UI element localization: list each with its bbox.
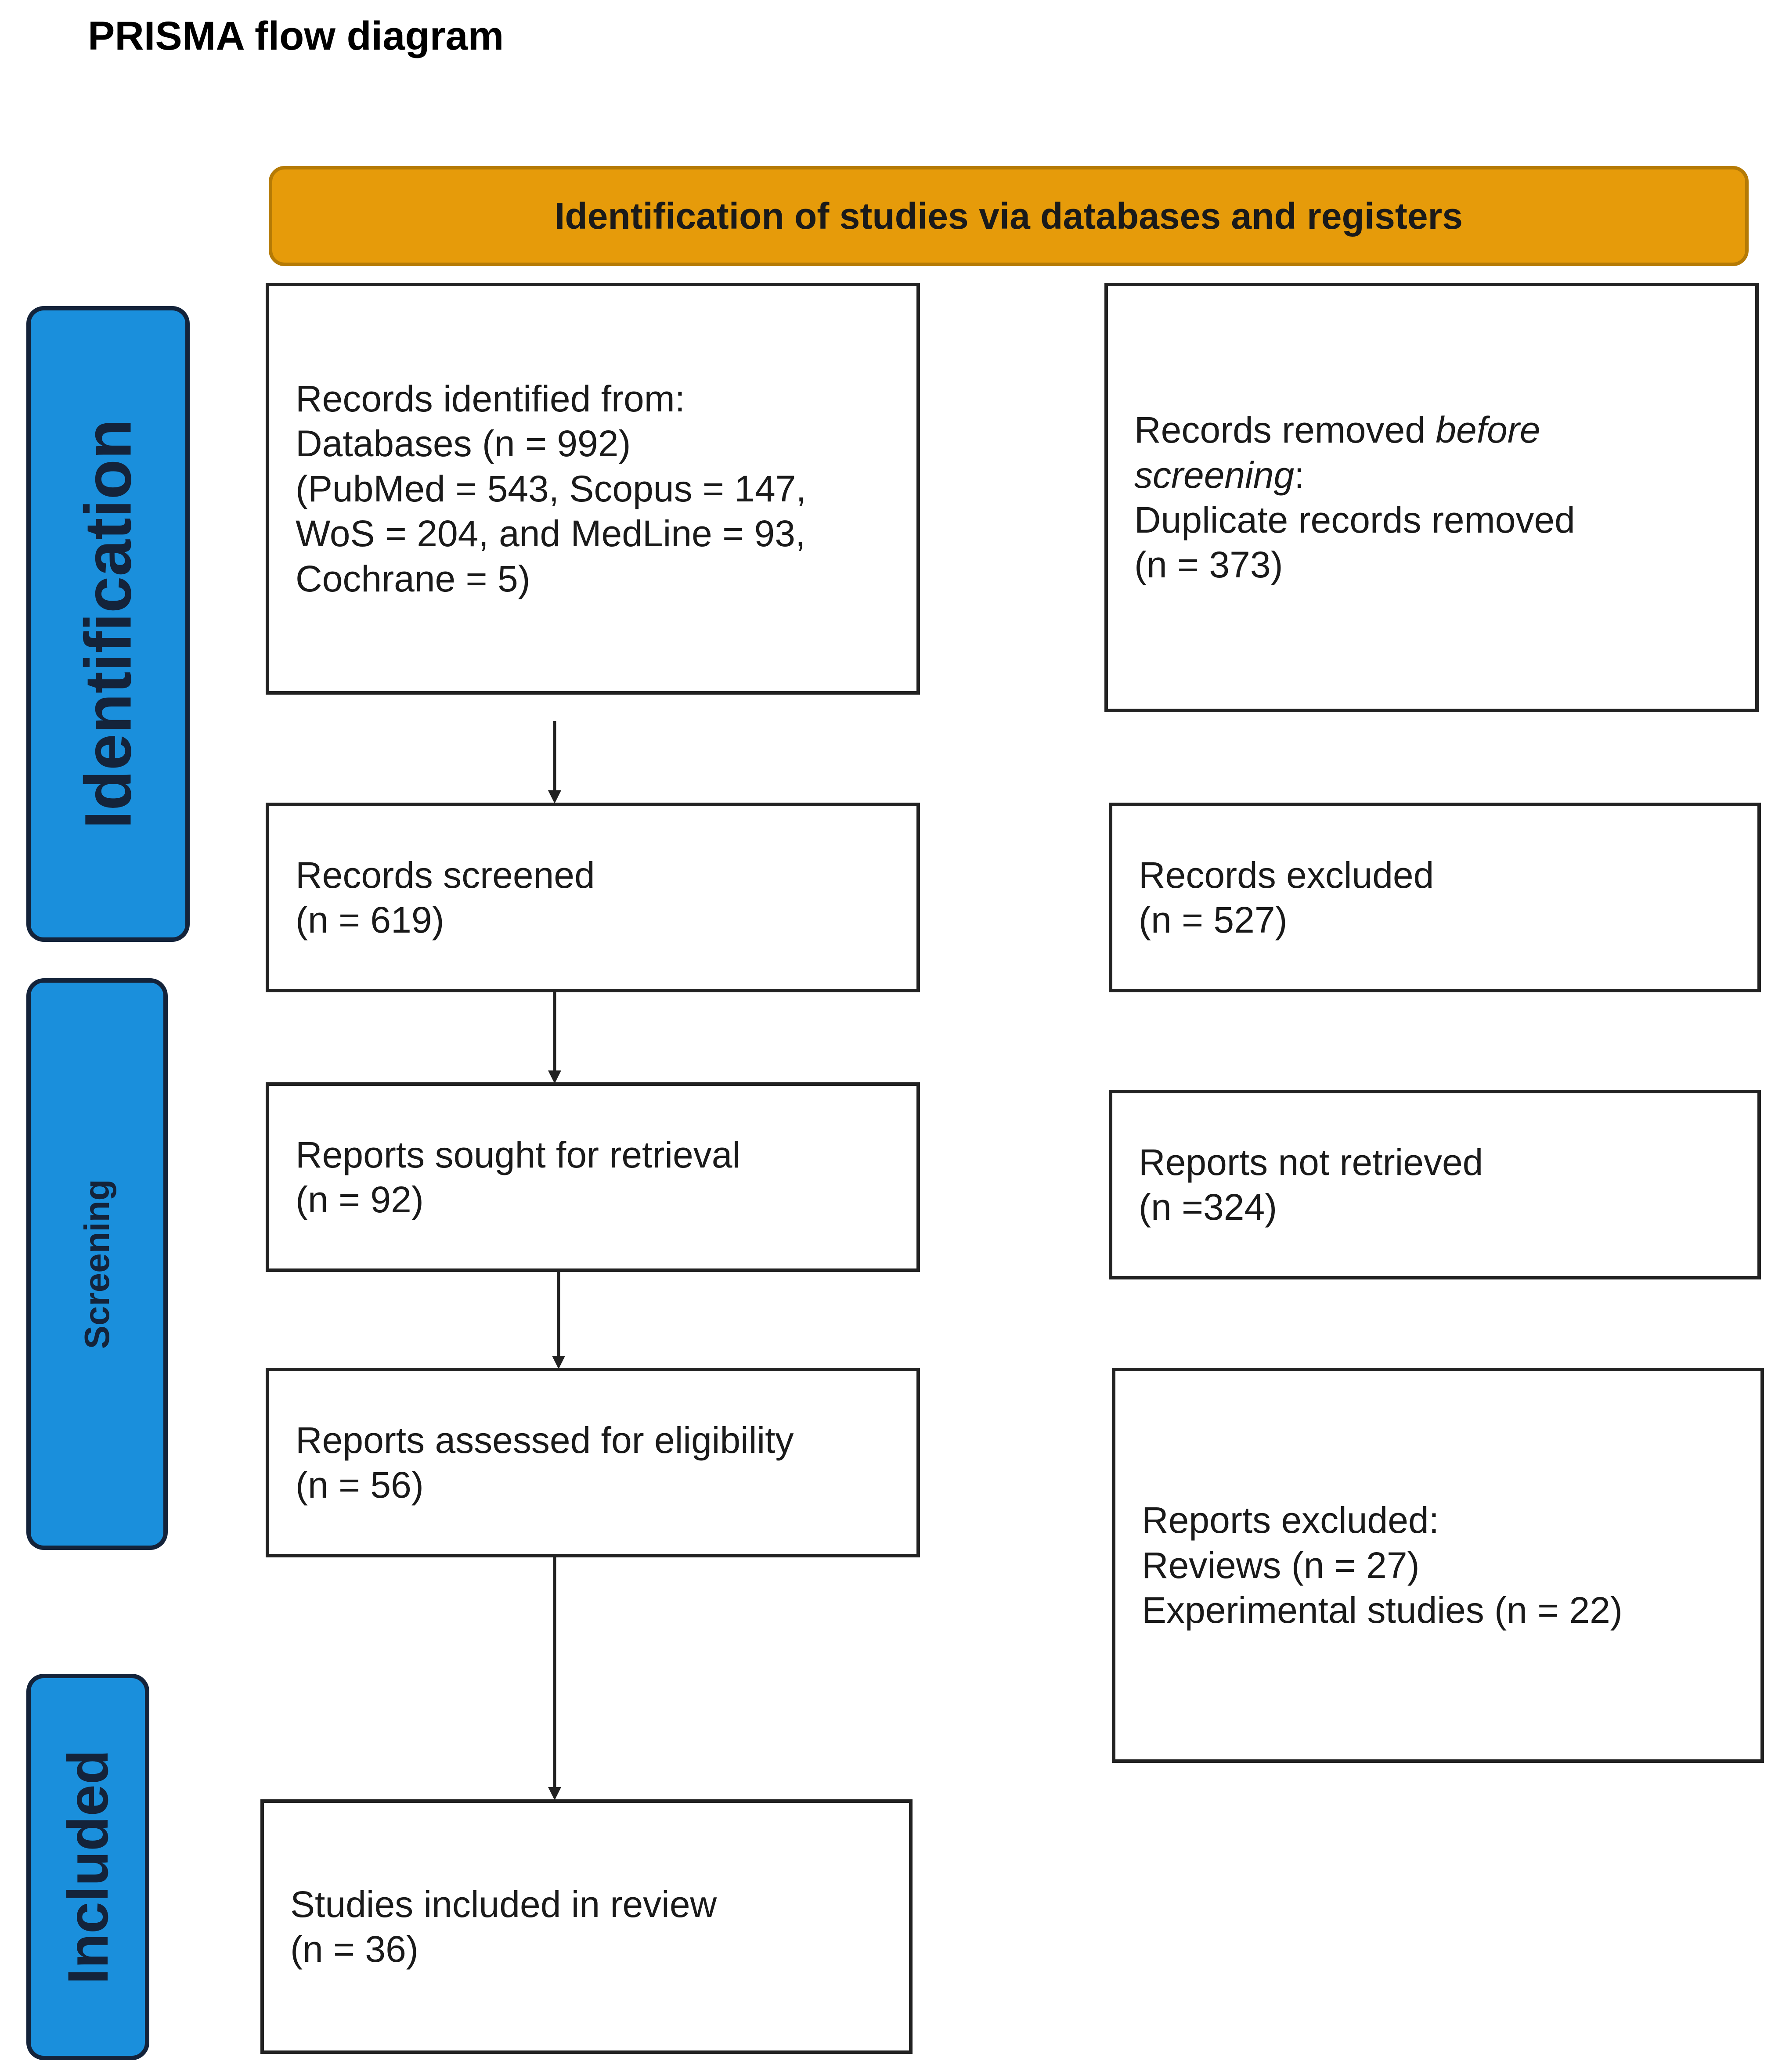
studies-included-box: Studies included in review (n = 36) [260,1799,913,2054]
phase-identification: Identification [26,306,190,942]
reports-not-retrieved-box: Reports not retrieved (n =324) [1109,1090,1761,1279]
arrowhead-assessed-to-included [548,1787,561,1800]
reports-assessed-box: Reports assessed for eligibility (n = 56… [266,1368,920,1557]
phase-identification-label: Identification [71,419,145,829]
arrowhead-screened-to-sought [548,1070,561,1084]
identification-header-label: Identification of studies via databases … [555,195,1463,237]
records-identified-box: Records identified from: Databases (n = … [266,283,920,695]
studies-included-text: Studies included in review (n = 36) [290,1883,717,1970]
arrowhead-identified-to-screened [548,790,561,804]
identification-header: Identification of studies via databases … [269,166,1749,266]
page-title: PRISMA flow diagram [88,14,504,58]
reports-assessed-text: Reports assessed for eligibility (n = 56… [296,1419,794,1506]
records-excluded-box: Records excluded (n = 527) [1109,803,1761,992]
reports-sought-box: Reports sought for retrieval (n = 92) [266,1082,920,1272]
reports-sought-text: Reports sought for retrieval (n = 92) [296,1134,741,1220]
reports-excluded-box: Reports excluded: Reviews (n = 27) Exper… [1112,1368,1764,1763]
reports-excluded-text: Reports excluded: Reviews (n = 27) Exper… [1142,1499,1623,1631]
records-screened-text: Records screened (n = 619) [296,854,595,941]
records-removed-prefix: Records removed [1134,409,1436,451]
records-removed-box: Records removed before screening: Duplic… [1104,283,1759,712]
records-removed-emphasis-before: before [1436,409,1540,451]
arrowhead-sought-to-assessed [552,1356,565,1369]
reports-not-retrieved-text: Reports not retrieved (n =324) [1139,1141,1483,1228]
records-removed-suffix: : Duplicate records removed (n = 373) [1134,454,1575,586]
records-identified-text: Records identified from: Databases (n = … [296,378,806,599]
records-excluded-text: Records excluded (n = 527) [1139,854,1434,941]
phase-included-label: Included [56,1749,120,1985]
records-removed-text: Records removed before screening: Duplic… [1134,407,1575,587]
phase-screening: Screening [26,978,168,1550]
records-screened-box: Records screened (n = 619) [266,803,920,992]
phase-included: Included [26,1674,149,2060]
phase-screening-label: Screening [77,1179,116,1349]
records-removed-emphasis-screening: screening [1134,454,1295,496]
